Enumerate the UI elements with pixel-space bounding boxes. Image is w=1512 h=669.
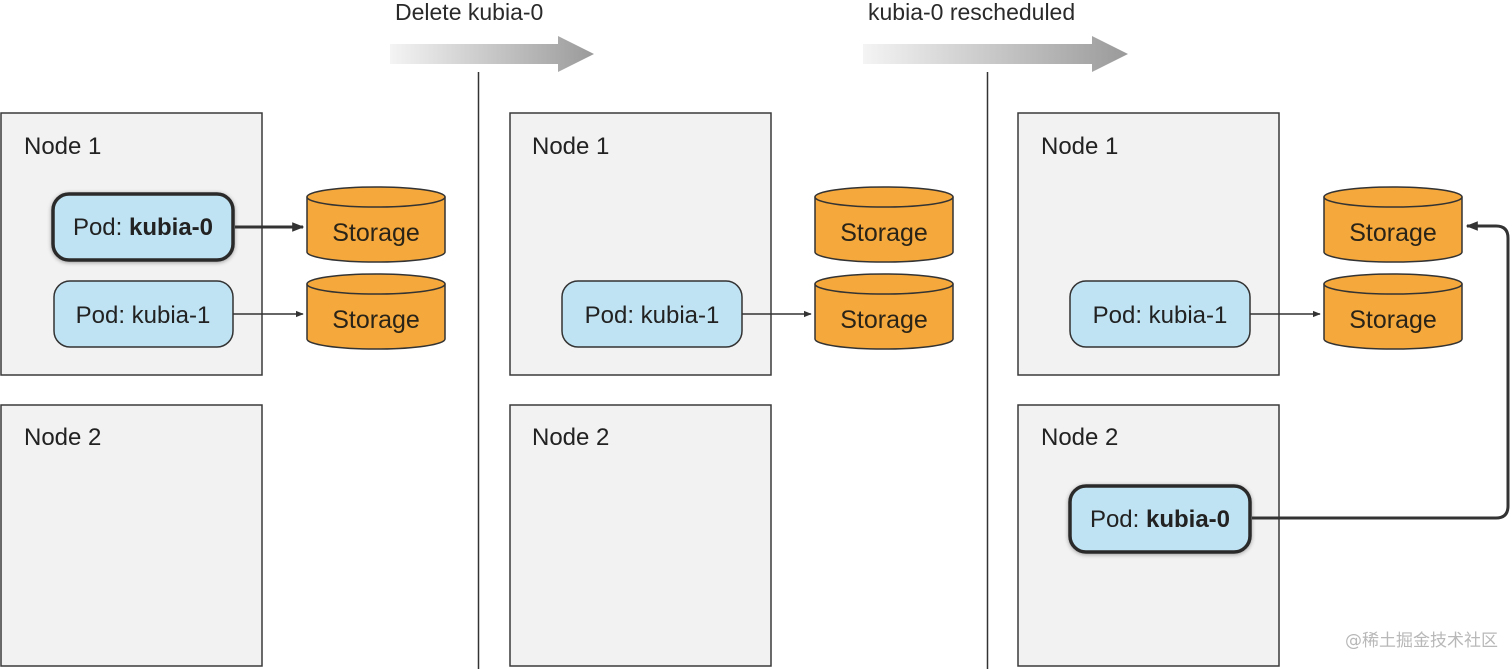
watermark: @稀土掘金技术社区 <box>1345 631 1498 651</box>
svg-text:Pod: kubia-1: Pod: kubia-1 <box>585 302 720 329</box>
svg-text:Pod: kubia-0: Pod: kubia-0 <box>1090 506 1230 533</box>
remount-arrow <box>1252 221 1510 520</box>
gradient-arrow-icon <box>863 36 1128 72</box>
pod-kubia-1[interactable]: Pod: kubia-1 <box>1069 280 1251 348</box>
step-label-rescheduled: kubia-0 rescheduled <box>868 0 1075 25</box>
storage-volume-0: Storage <box>306 186 446 263</box>
pod-kubia-0[interactable]: Pod: kubia-0 <box>1068 484 1252 554</box>
storage-label: Storage <box>840 219 928 247</box>
panel-after-reschedule: Node 1 Node 2 Pod: kubia-1 Pod: kubia-0 … <box>1017 112 1510 667</box>
pod-prefix: Pod: <box>76 302 132 329</box>
storage-volume-1: Storage <box>814 273 954 350</box>
node-1-title: Node 1 <box>1041 133 1118 160</box>
pod-prefix: Pod: <box>585 302 641 329</box>
pod-name: kubia-1 <box>132 302 211 329</box>
node-1-title: Node 1 <box>24 133 101 160</box>
panel-after-delete: Node 1 Node 2 Pod: kubia-1 Storage Stora… <box>509 112 954 667</box>
pod-prefix: Pod: <box>73 214 129 241</box>
pod-prefix: Pod: <box>1090 506 1146 533</box>
storage-label: Storage <box>332 219 420 247</box>
gradient-arrow-icon <box>390 36 594 72</box>
node-2-title: Node 2 <box>24 424 101 451</box>
pod-kubia-1[interactable]: Pod: kubia-1 <box>53 280 234 348</box>
storage-cylinder-icon <box>306 284 446 350</box>
svg-text:Pod: kubia-1: Pod: kubia-1 <box>1093 302 1228 329</box>
node-2-box <box>509 404 772 667</box>
storage-cylinder-icon <box>1323 284 1463 350</box>
step-arrow-delete: Delete kubia-0 <box>390 0 594 72</box>
storage-volume-0: Storage <box>814 186 954 263</box>
node-2-title: Node 2 <box>532 424 609 451</box>
storage-label: Storage <box>1349 219 1437 247</box>
pod-kubia-0[interactable]: Pod: kubia-0 <box>51 192 235 262</box>
pod-kubia-1[interactable]: Pod: kubia-1 <box>561 280 743 348</box>
pod-name: kubia-1 <box>1149 302 1228 329</box>
storage-volume-1: Storage <box>306 273 446 350</box>
svg-text:Pod: kubia-0: Pod: kubia-0 <box>73 214 213 241</box>
storage-volume-1: Storage <box>1323 273 1463 350</box>
node-2-box <box>0 404 263 667</box>
storage-cylinder-icon <box>306 197 446 263</box>
storage-label: Storage <box>840 306 928 334</box>
node-1-title: Node 1 <box>532 133 609 160</box>
panel-before-delete: Node 1 Node 2 Pod: kubia-0 Pod: kubia-1 … <box>0 112 446 667</box>
storage-label: Storage <box>1349 306 1437 334</box>
node-2-title: Node 2 <box>1041 424 1118 451</box>
storage-cylinder-icon <box>814 197 954 263</box>
pod-name: kubia-1 <box>641 302 720 329</box>
pod-name: kubia-0 <box>129 214 213 241</box>
storage-label: Storage <box>332 306 420 334</box>
step-arrow-rescheduled: kubia-0 rescheduled <box>863 0 1128 72</box>
storage-cylinder-icon <box>1323 197 1463 263</box>
storage-volume-0: Storage <box>1323 186 1463 263</box>
svg-text:Pod: kubia-1: Pod: kubia-1 <box>76 302 211 329</box>
storage-cylinder-icon <box>814 284 954 350</box>
pod-prefix: Pod: <box>1093 302 1149 329</box>
pod-name: kubia-0 <box>1146 506 1230 533</box>
step-label-delete: Delete kubia-0 <box>395 0 543 25</box>
